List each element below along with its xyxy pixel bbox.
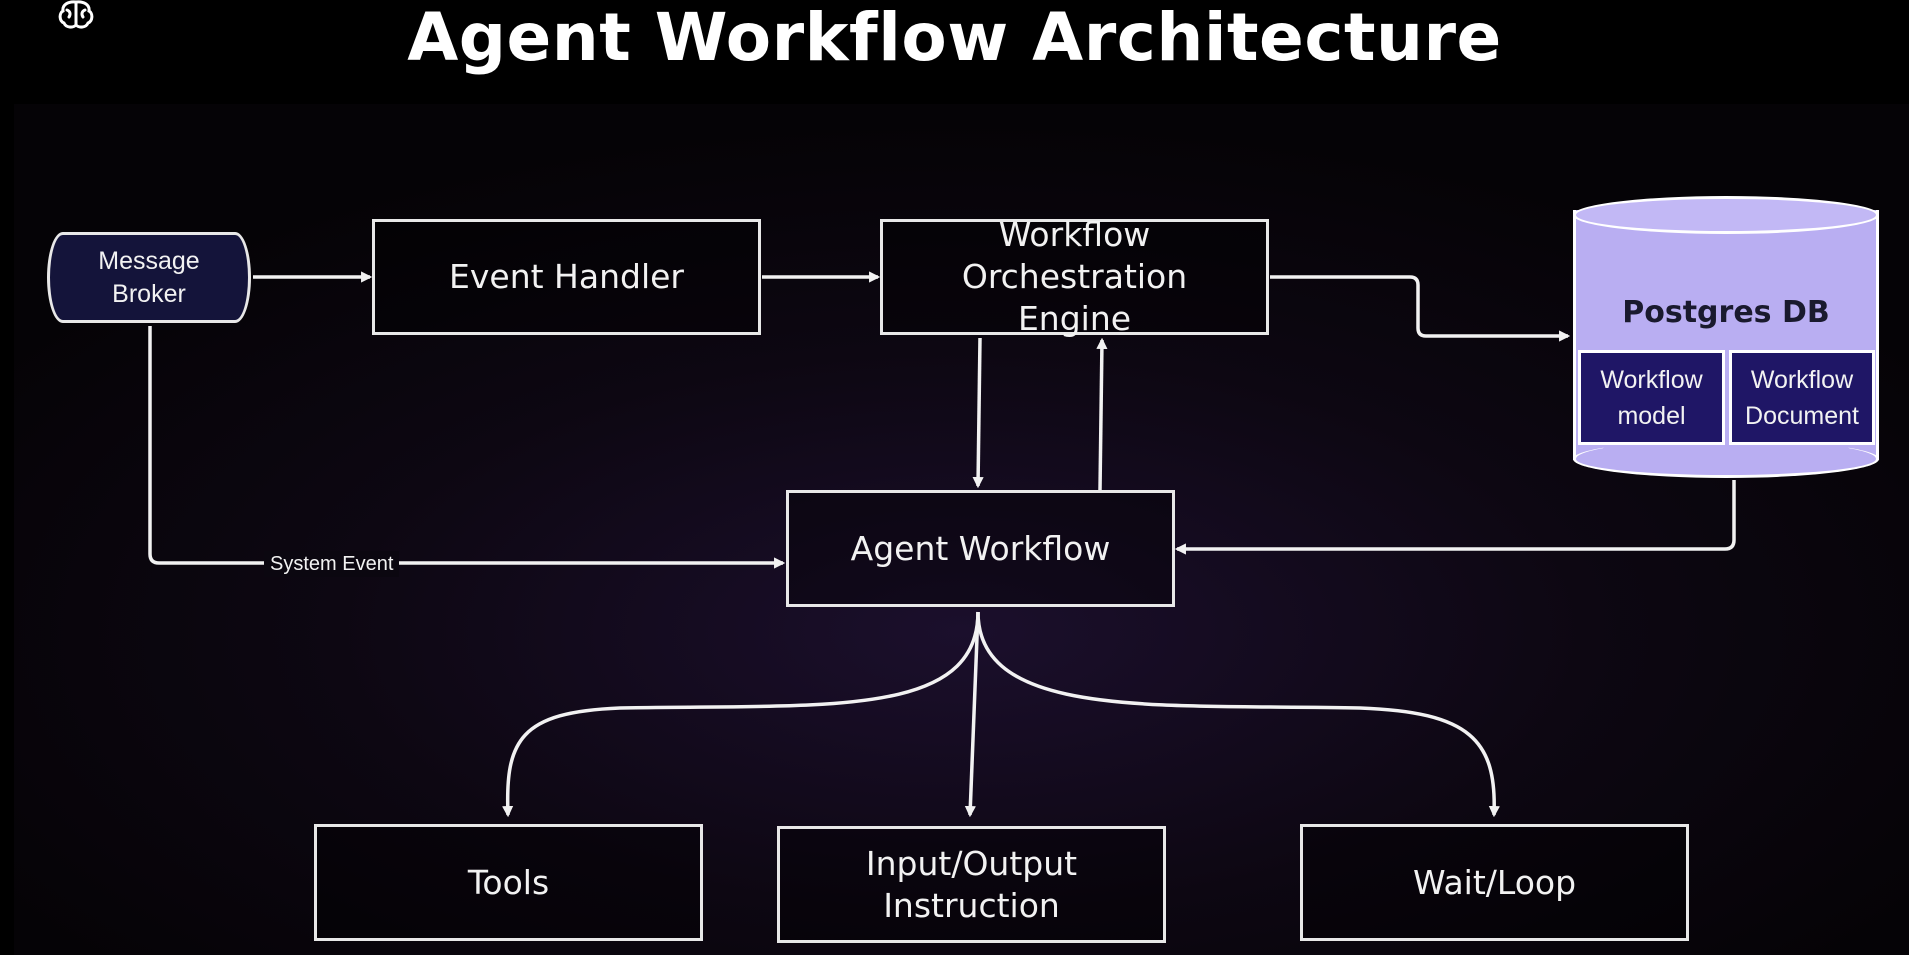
- message-broker-node: Message Broker: [47, 232, 251, 323]
- title-bar: Agent Workflow Architecture: [0, 0, 1909, 100]
- workflow-document-cell: Workflow Document: [1729, 350, 1875, 445]
- arrow-engine-to-db: [1270, 275, 1571, 342]
- event-handler-node: Event Handler: [372, 219, 761, 335]
- agent-workflow-node: Agent Workflow: [786, 490, 1175, 607]
- brain-icon: [58, 0, 94, 29]
- arrow-db-to-agent-workflow: [1174, 480, 1736, 555]
- arrow-engine-to-agent-workflow: [972, 337, 984, 489]
- wait-loop-node: Wait/Loop: [1300, 824, 1689, 941]
- agent-workflow-label: Agent Workflow: [850, 528, 1111, 568]
- page-title: Agent Workflow Architecture: [407, 0, 1502, 76]
- postgres-db-cylinder-bottom: [1573, 440, 1879, 478]
- io-instruction-node: Input/Output Instruction: [777, 826, 1166, 943]
- postgres-db-title: Postgres DB: [1622, 295, 1830, 330]
- arrow-agent-workflow-to-wait-loop: [976, 611, 1500, 818]
- arrow-agent-workflow-to-tools: [502, 611, 980, 818]
- arrow-agent-workflow-to-io: [964, 611, 980, 818]
- tools-node: Tools: [314, 824, 703, 941]
- message-broker-label: Message Broker: [98, 246, 200, 308]
- arrow-broker-to-agent-workflow: [148, 326, 786, 569]
- tools-label: Tools: [467, 862, 550, 902]
- orchestration-engine-node: Workflow Orchestration Engine: [880, 215, 1269, 338]
- system-event-edge-label: System Event: [264, 551, 400, 577]
- arrow-agent-workflow-to-engine: [1096, 337, 1108, 491]
- postgres-db-cylinder-top: [1573, 196, 1879, 234]
- workflow-model-cell: Workflow model: [1578, 350, 1725, 445]
- event-handler-label: Event Handler: [449, 257, 684, 296]
- orchestration-engine-label: Workflow Orchestration Engine: [961, 215, 1188, 338]
- io-instruction-label: Input/Output Instruction: [865, 843, 1078, 925]
- wait-loop-label: Wait/Loop: [1412, 862, 1577, 902]
